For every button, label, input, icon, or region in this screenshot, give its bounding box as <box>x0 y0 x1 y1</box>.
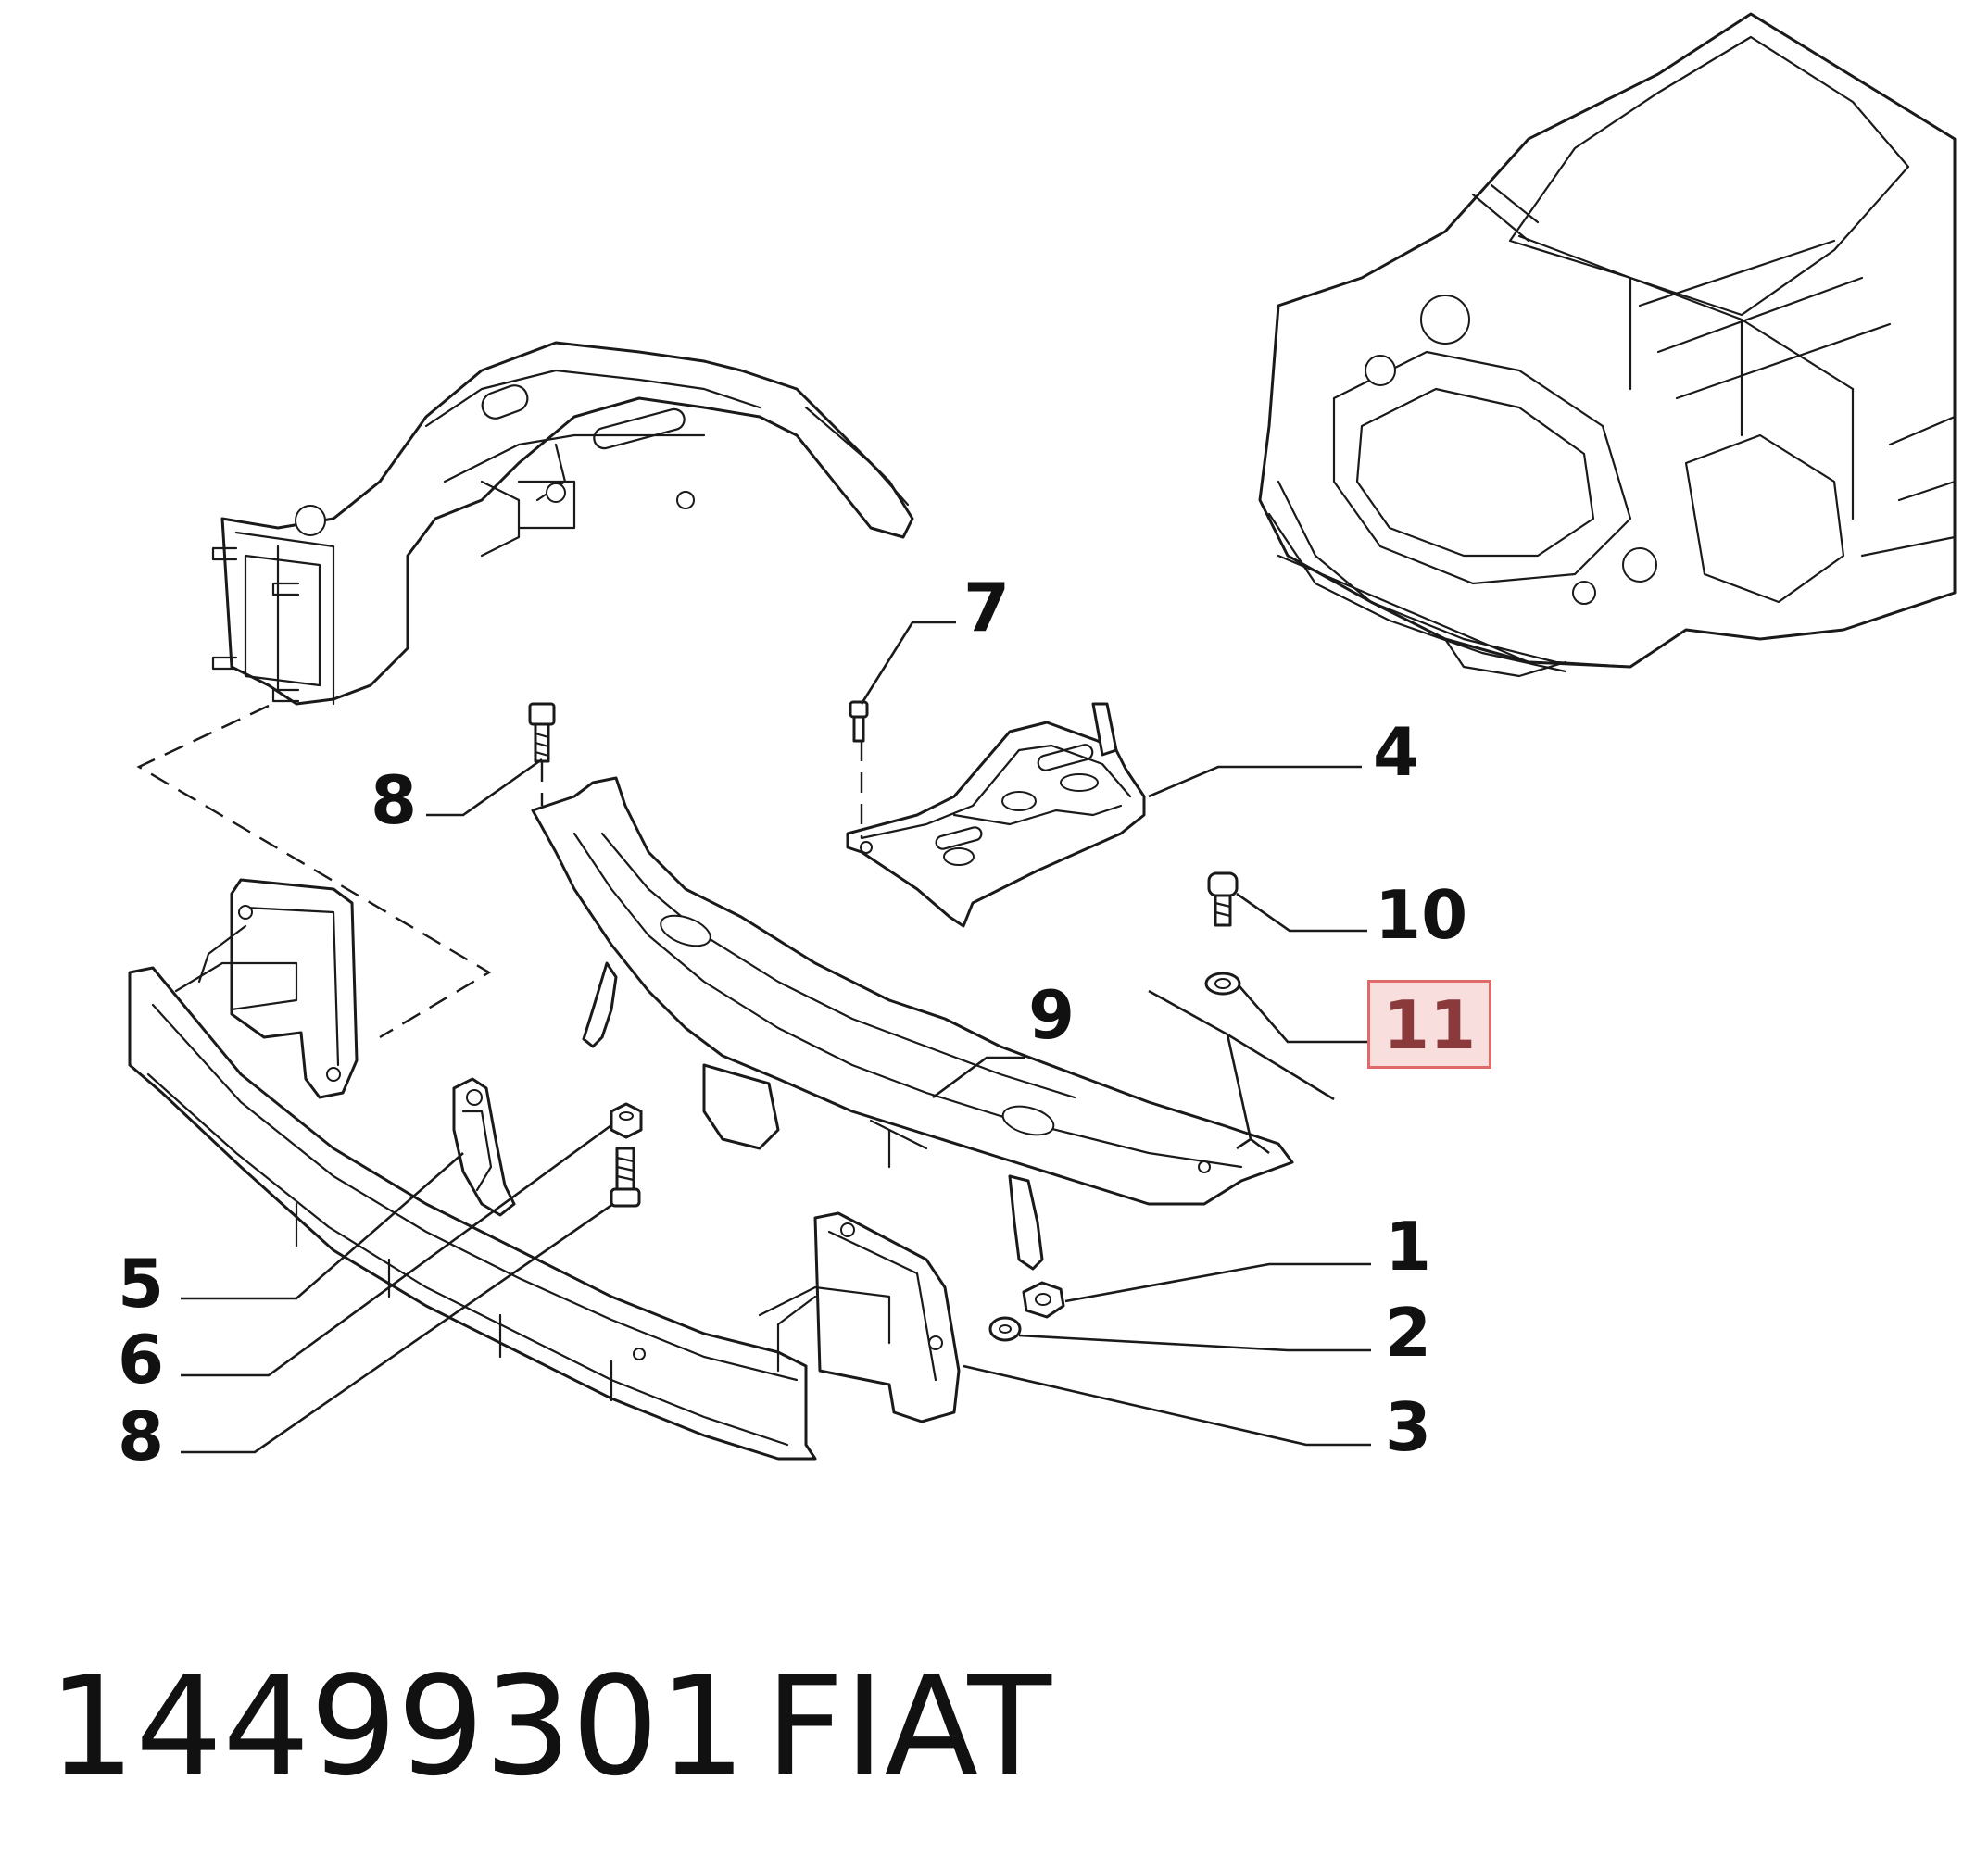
front-side-member <box>211 341 914 706</box>
nut-6 <box>610 1102 643 1139</box>
callout-8-upper: 8 <box>371 761 418 839</box>
callout-3: 3 <box>1385 1388 1432 1466</box>
upper-crossmember <box>531 776 1294 1271</box>
bolt-8-upper <box>528 702 556 763</box>
bolt-7 <box>849 700 869 743</box>
bumper-beam <box>128 878 961 1461</box>
nut-1 <box>1022 1281 1065 1319</box>
callout-5: 5 <box>118 1245 165 1323</box>
callout-9: 9 <box>1028 976 1076 1054</box>
callout-11: 11 <box>1367 980 1492 1069</box>
callout-2: 2 <box>1385 1294 1432 1372</box>
alignment-line-upper <box>136 704 492 1039</box>
brand-name: FIAT <box>765 1647 1051 1806</box>
bolt-10 <box>1207 871 1239 927</box>
callout-8-lower: 8 <box>118 1398 165 1475</box>
vehicle-front-structure <box>1258 12 1957 678</box>
bracket-plate <box>846 702 1146 928</box>
leader-lines <box>181 621 1371 1454</box>
callout-6: 6 <box>118 1321 165 1398</box>
washer-2 <box>988 1316 1022 1342</box>
washer-11 <box>1204 972 1241 996</box>
callout-10: 10 <box>1375 876 1468 954</box>
part-number: 14499301 <box>48 1647 747 1806</box>
callout-4: 4 <box>1373 713 1420 791</box>
callout-7: 7 <box>963 569 1011 646</box>
callout-1: 1 <box>1385 1208 1432 1285</box>
bolt-8-lower <box>610 1147 641 1208</box>
